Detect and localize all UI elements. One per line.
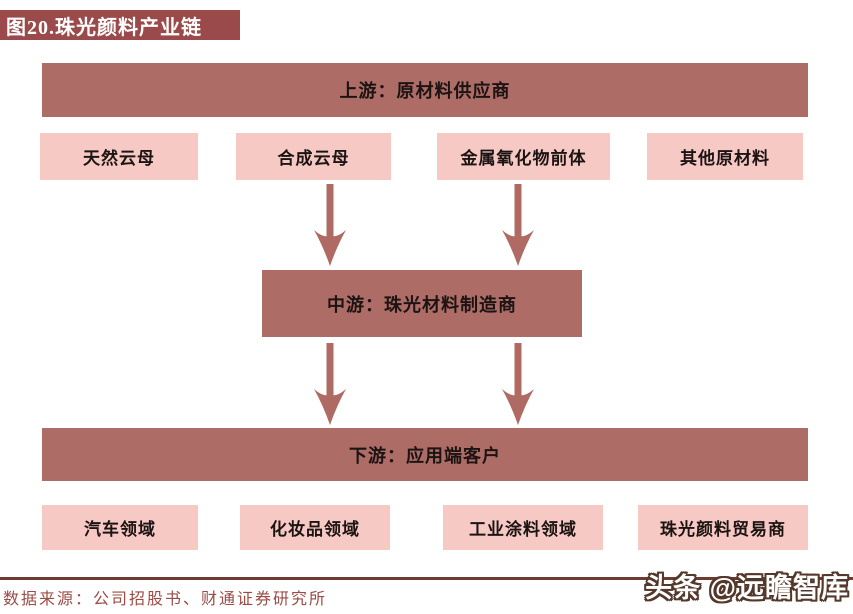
data-source-note: 数据来源：公司招股书、财通证券研究所 xyxy=(3,591,328,608)
downstream-item-pigment-traders: 珠光颜料贸易商 xyxy=(638,505,808,550)
upstream-item-synthetic-mica: 合成云母 xyxy=(236,133,391,180)
footer-divider xyxy=(0,577,853,580)
down-arrow-icon xyxy=(502,184,534,266)
watermark-text: 头条 @远瞻智库 xyxy=(645,573,849,603)
midstream-band: 中游：珠光材料制造商 xyxy=(262,270,582,337)
upstream-label: 上游：原材料供应商 xyxy=(339,81,511,101)
downstream-item-cosmetics: 化妆品领域 xyxy=(240,505,390,550)
down-arrow-icon xyxy=(314,343,346,425)
upstream-item-other-raw-materials: 其他原材料 xyxy=(647,133,803,180)
downstream-item-industrial-coatings: 工业涂料领域 xyxy=(443,505,603,550)
down-arrow-icon xyxy=(314,184,346,266)
figure-title-bar: 图20.珠光颜料产业链 xyxy=(0,10,240,40)
upstream-item-natural-mica: 天然云母 xyxy=(40,133,198,180)
down-arrow-icon xyxy=(502,343,534,425)
downstream-label: 下游：应用端客户 xyxy=(349,445,501,466)
downstream-item-automotive: 汽车领域 xyxy=(42,505,198,550)
midstream-label: 中游：珠光材料制造商 xyxy=(327,294,517,315)
upstream-item-metal-oxide-precursor: 金属氧化物前体 xyxy=(437,133,610,180)
downstream-band: 下游：应用端客户 xyxy=(42,428,808,481)
upstream-band: 上游：原材料供应商 xyxy=(42,63,808,117)
figure-title: 图20.珠光颜料产业链 xyxy=(6,16,202,39)
